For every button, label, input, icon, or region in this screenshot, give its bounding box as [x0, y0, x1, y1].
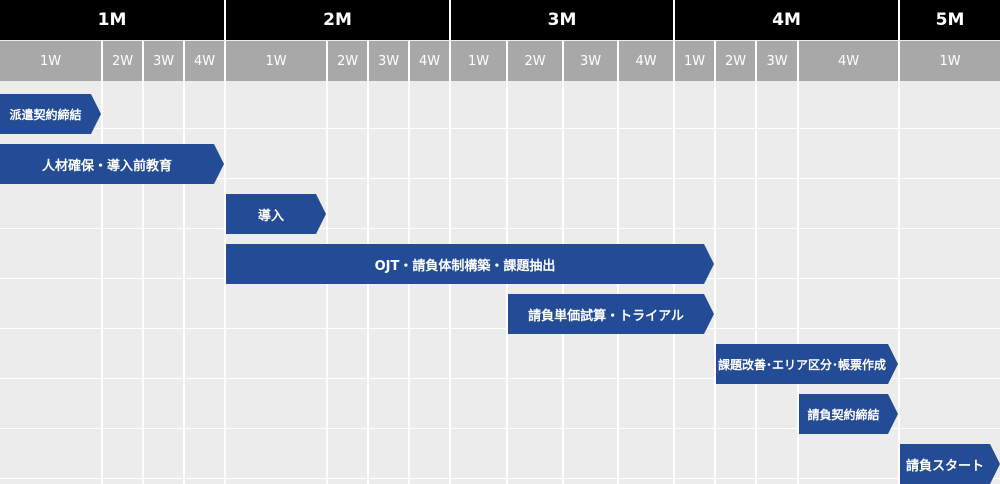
grid-line — [755, 81, 757, 484]
grid-line — [224, 81, 226, 484]
week-divider — [142, 41, 144, 81]
week-header: 3W — [564, 41, 617, 81]
week-header: 3W — [757, 41, 797, 81]
row-separator — [0, 478, 1000, 479]
row-separator — [0, 128, 1000, 129]
week-header: 3W — [369, 41, 408, 81]
week-header: 2W — [508, 41, 562, 81]
week-header: 1W — [900, 41, 1000, 81]
month-header: 4M — [673, 0, 898, 40]
task-bar: 派遣契約締結 — [0, 94, 101, 134]
week-divider — [326, 41, 328, 81]
week-header: 1W — [226, 41, 326, 81]
grid-line — [101, 81, 103, 484]
week-divider — [797, 41, 799, 81]
week-header: 2W — [716, 41, 755, 81]
task-bar: 請負スタート — [900, 444, 1000, 484]
task-bar: 人材確保・導入前教育 — [0, 144, 224, 184]
grid-line — [898, 81, 900, 484]
week-divider — [408, 41, 410, 81]
week-header: 2W — [103, 41, 142, 81]
grid-line — [183, 81, 185, 484]
month-header: 1M — [0, 0, 224, 40]
week-header: 1W — [451, 41, 506, 81]
grid-line — [714, 81, 716, 484]
week-divider — [673, 41, 675, 81]
week-divider — [101, 41, 103, 81]
week-header: 4W — [410, 41, 449, 81]
row-separator — [0, 378, 1000, 379]
week-header: 4W — [185, 41, 224, 81]
week-divider — [506, 41, 508, 81]
row-separator — [0, 178, 1000, 179]
week-divider — [562, 41, 564, 81]
week-divider — [224, 41, 226, 81]
week-divider — [617, 41, 619, 81]
task-bar: 導入 — [226, 194, 326, 234]
row-separator — [0, 428, 1000, 429]
week-header: 1W — [0, 41, 101, 81]
row-separator — [0, 328, 1000, 329]
task-bar: 請負単価試算・トライアル — [508, 294, 714, 334]
task-bar: 請負契約締結 — [799, 394, 898, 434]
week-header: 1W — [675, 41, 714, 81]
task-bar: OJT・請負体制構築・課題抽出 — [226, 244, 714, 284]
row-separator — [0, 228, 1000, 229]
week-divider — [898, 41, 900, 81]
month-header: 2M — [224, 0, 449, 40]
week-header: 2W — [328, 41, 367, 81]
month-header: 5M — [898, 0, 1000, 40]
task-bar: 課題改善･エリア区分･帳票作成 — [716, 344, 898, 384]
week-header: 4W — [799, 41, 898, 81]
grid-line — [142, 81, 144, 484]
week-divider — [755, 41, 757, 81]
week-header: 3W — [144, 41, 183, 81]
week-header: 4W — [619, 41, 673, 81]
week-divider — [367, 41, 369, 81]
week-divider — [183, 41, 185, 81]
month-header: 3M — [449, 0, 673, 40]
grid-line — [797, 81, 799, 484]
week-divider — [714, 41, 716, 81]
week-divider — [449, 41, 451, 81]
